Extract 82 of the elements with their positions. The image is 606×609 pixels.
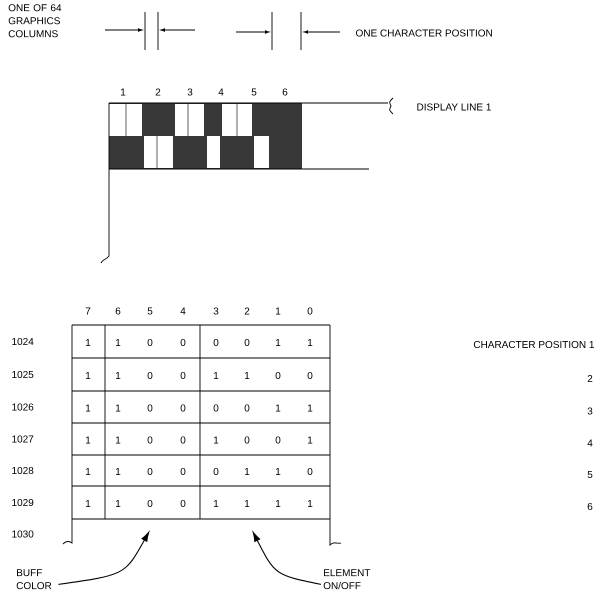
bit-value: 0 — [180, 436, 186, 444]
bit-value: 0 — [214, 468, 218, 476]
bit-value: 0 — [308, 372, 312, 380]
annotation-text: ONE OF 64 GRAPHICS COLUMNS — [8, 4, 62, 38]
bit-value: 0 — [180, 500, 186, 508]
callout-text: BUFF COLOR — [16, 569, 52, 590]
bit-value: 0 — [148, 338, 152, 346]
bit-value: 0 — [180, 404, 186, 412]
bit-number: 5 — [148, 308, 152, 314]
bit-value: 1 — [245, 468, 250, 475]
leader-line — [252, 532, 322, 585]
bit-value: 1 — [308, 500, 312, 507]
bit-value: 1 — [214, 372, 218, 379]
bit-value: 0 — [276, 436, 280, 444]
bit-value: 1 — [214, 436, 218, 444]
column-number: 5 — [252, 88, 256, 96]
bit-value: 0 — [148, 436, 152, 444]
address-label: 1025 — [12, 370, 34, 378]
callout-text: ELEMENT ON/OFF — [324, 569, 370, 590]
column-number: 3 — [188, 88, 192, 96]
address-label: 1027 — [12, 435, 34, 443]
bit-value: 1 — [276, 500, 280, 507]
character-position-label: 3 — [588, 407, 592, 415]
column-number: 6 — [282, 88, 288, 96]
bit-number: 7 — [86, 308, 90, 314]
character-position-label: 6 — [588, 502, 592, 510]
annotation-text: ONE CHARACTER POSITION — [356, 29, 492, 37]
column-number: 1 — [121, 88, 126, 96]
bit-value: 1 — [308, 404, 312, 412]
character-position-label: 5 — [588, 471, 592, 478]
bit-value: 0 — [148, 372, 152, 380]
bit-value: 0 — [148, 468, 152, 476]
bit-value: 1 — [116, 500, 120, 507]
bit-value: 1 — [276, 468, 280, 475]
character-position-label: 2 — [588, 375, 592, 382]
bit-number: 4 — [180, 308, 186, 314]
bit-value: 0 — [214, 404, 218, 412]
address-label: 1028 — [12, 466, 34, 474]
character-position-label: CHARACTER POSITION 1 — [474, 340, 594, 348]
bit-value: 0 — [148, 404, 152, 412]
bit-number: 0 — [308, 307, 312, 315]
bit-value: 1 — [214, 500, 218, 507]
bit-number: 6 — [116, 307, 120, 315]
address-label: 1026 — [12, 403, 34, 411]
bit-value: 1 — [86, 339, 90, 346]
bit-value: 1 — [86, 404, 90, 412]
bit-value: 1 — [86, 436, 90, 444]
bit-value: 1 — [116, 468, 120, 475]
bit-value: 1 — [86, 500, 90, 507]
bit-value: 0 — [276, 372, 280, 380]
bit-value: 0 — [180, 338, 186, 346]
bit-value: 0 — [244, 436, 250, 444]
bit-value: 1 — [116, 436, 120, 444]
leader-line — [58, 532, 150, 585]
bit-value: 1 — [276, 339, 280, 346]
bit-value: 0 — [214, 338, 218, 346]
address-label: 1030 — [12, 530, 34, 538]
bit-value: 0 — [180, 468, 186, 476]
character-position-label: 4 — [587, 440, 592, 446]
bit-value: 1 — [86, 372, 90, 379]
column-number: 2 — [156, 88, 160, 96]
bit-value: 1 — [116, 404, 120, 412]
bit-value: 1 — [245, 500, 250, 507]
display-line-label: DISPLAY LINE 1 — [417, 103, 491, 111]
bit-value: 1 — [116, 339, 120, 346]
bit-value: 1 — [116, 372, 120, 379]
bit-value: 0 — [148, 500, 152, 508]
bit-value: 0 — [180, 372, 186, 380]
bit-value: 1 — [276, 404, 280, 412]
bit-value: 1 — [86, 468, 90, 475]
bit-number: 2 — [244, 308, 250, 314]
column-number: 4 — [218, 88, 224, 96]
bit-value: 0 — [244, 404, 250, 412]
bit-number: 3 — [214, 307, 218, 315]
bit-value: 1 — [245, 372, 250, 379]
bit-number: 1 — [276, 308, 280, 314]
address-label: 1029 — [12, 498, 34, 506]
bit-value: 1 — [308, 436, 312, 444]
bit-value: 0 — [308, 468, 312, 476]
bit-value: 1 — [308, 339, 312, 346]
bit-value: 0 — [244, 338, 250, 346]
address-label: 1024 — [12, 338, 34, 346]
